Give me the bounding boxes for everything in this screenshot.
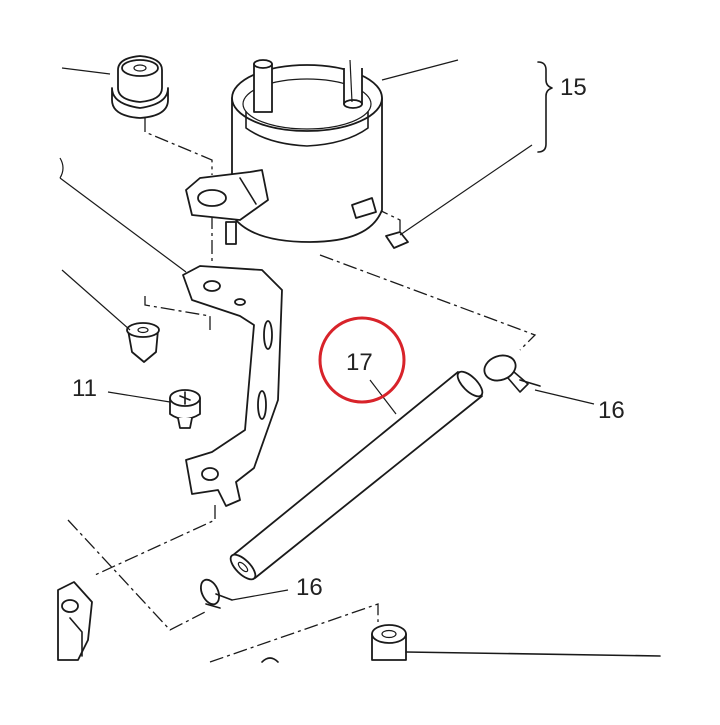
square-clip xyxy=(385,231,409,249)
screw-11 xyxy=(169,389,201,429)
hose-clamp-lower xyxy=(200,578,233,609)
hose-17 xyxy=(229,370,484,581)
highlight-circle-17 xyxy=(318,316,406,404)
lower-left-part xyxy=(57,581,93,661)
callout-15: 15 xyxy=(560,74,587,101)
callout-17: 17 xyxy=(346,349,373,376)
rubber-grommet xyxy=(111,55,169,119)
mounting-bracket xyxy=(182,265,283,507)
callout-16-lower: 16 xyxy=(296,574,323,601)
hose-clamp-upper xyxy=(483,354,541,393)
callout-16-upper: 16 xyxy=(598,397,625,424)
cylinder-housing xyxy=(225,59,383,245)
assembly-lines xyxy=(67,118,537,663)
lower-pipe xyxy=(261,624,661,663)
leader-lines xyxy=(59,59,595,601)
group-brace-15 xyxy=(537,61,553,153)
callout-11: 11 xyxy=(72,375,97,402)
housing-flange xyxy=(185,169,269,221)
grommet-nut xyxy=(126,322,160,363)
